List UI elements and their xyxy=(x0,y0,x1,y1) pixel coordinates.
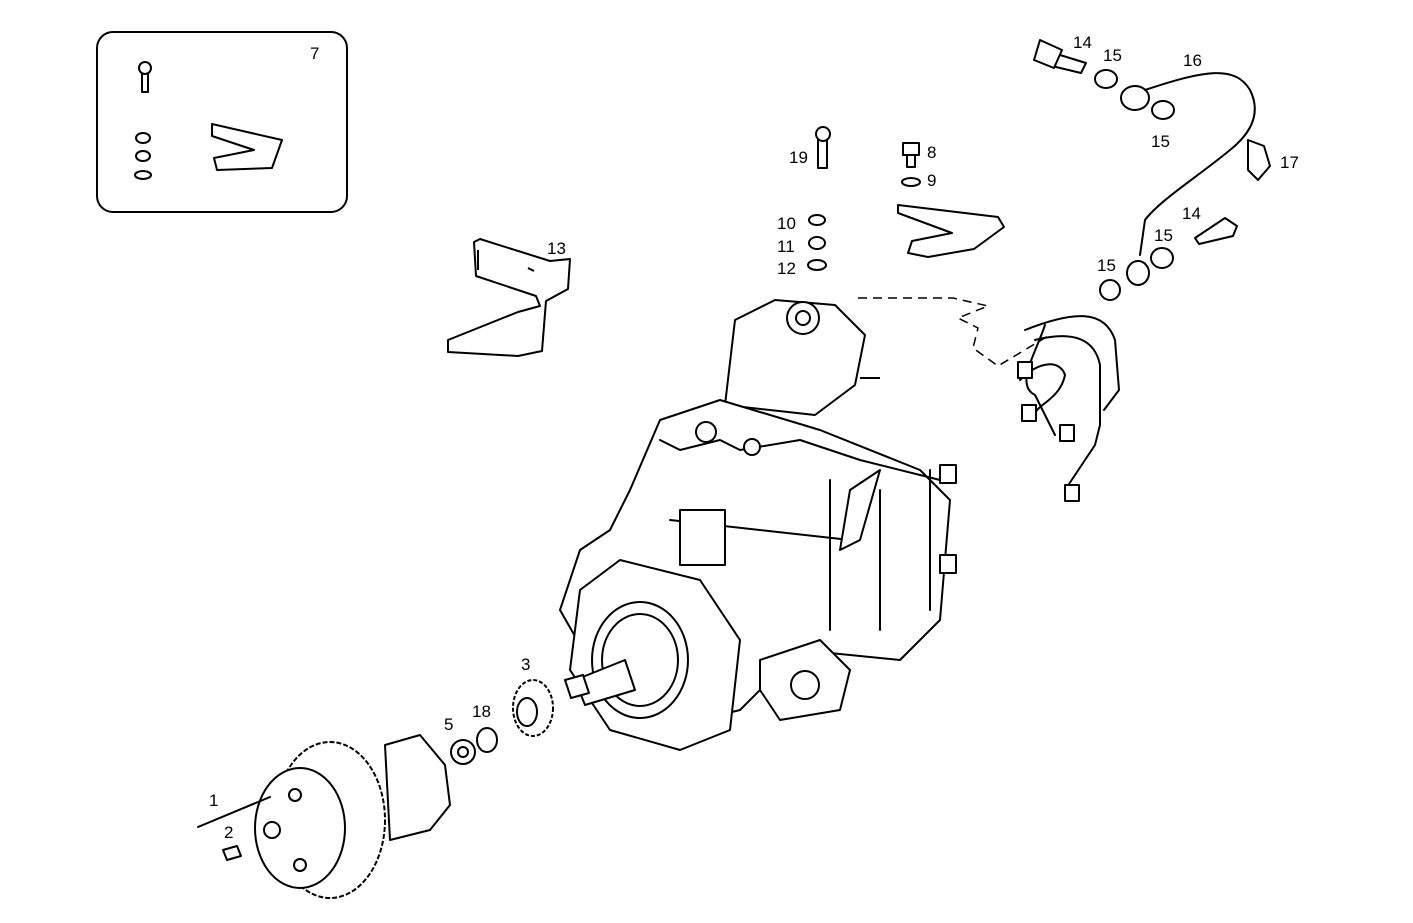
callout-10: 10 xyxy=(777,214,796,233)
callout-15-lower: 15 xyxy=(1097,256,1116,275)
callouts: 1 2 3 5 18 13 19 8 9 10 11 12 14 15 16 1… xyxy=(209,33,1299,842)
drive-gear-assembly-1 xyxy=(197,734,451,899)
callout-15-right: 15 xyxy=(1154,226,1173,245)
bracket-assembly-8-9 xyxy=(897,142,1005,258)
callout-8: 8 xyxy=(927,143,936,162)
small-parts-19-12 xyxy=(807,126,831,271)
callout-3: 3 xyxy=(521,655,530,674)
callout-14-top: 14 xyxy=(1073,33,1092,52)
callout-1: 1 xyxy=(209,791,218,810)
callout-2: 2 xyxy=(224,823,233,842)
callout-17: 17 xyxy=(1280,153,1299,172)
fuel-pipe-assembly xyxy=(1033,39,1271,301)
callout-19: 19 xyxy=(789,148,808,167)
callout-13: 13 xyxy=(547,239,566,258)
injection-lines xyxy=(1017,315,1120,502)
callout-15-mid: 15 xyxy=(1151,132,1170,151)
callout-15-top: 15 xyxy=(1103,46,1122,65)
callout-11: 11 xyxy=(777,237,795,256)
leader-dashed xyxy=(858,297,1049,367)
inset-kit-7: 7 xyxy=(96,31,348,213)
callout-18: 18 xyxy=(472,702,491,721)
injection-pump-body xyxy=(559,299,957,751)
gear-3 xyxy=(512,679,554,737)
callout-5: 5 xyxy=(444,715,453,734)
callout-7: 7 xyxy=(310,44,319,63)
callout-9: 9 xyxy=(927,171,936,190)
callout-14-right: 14 xyxy=(1182,204,1201,223)
bracket-13 xyxy=(447,238,571,357)
callout-16: 16 xyxy=(1183,51,1202,70)
callout-12: 12 xyxy=(777,259,796,278)
nut-5-washer-18 xyxy=(450,727,498,765)
